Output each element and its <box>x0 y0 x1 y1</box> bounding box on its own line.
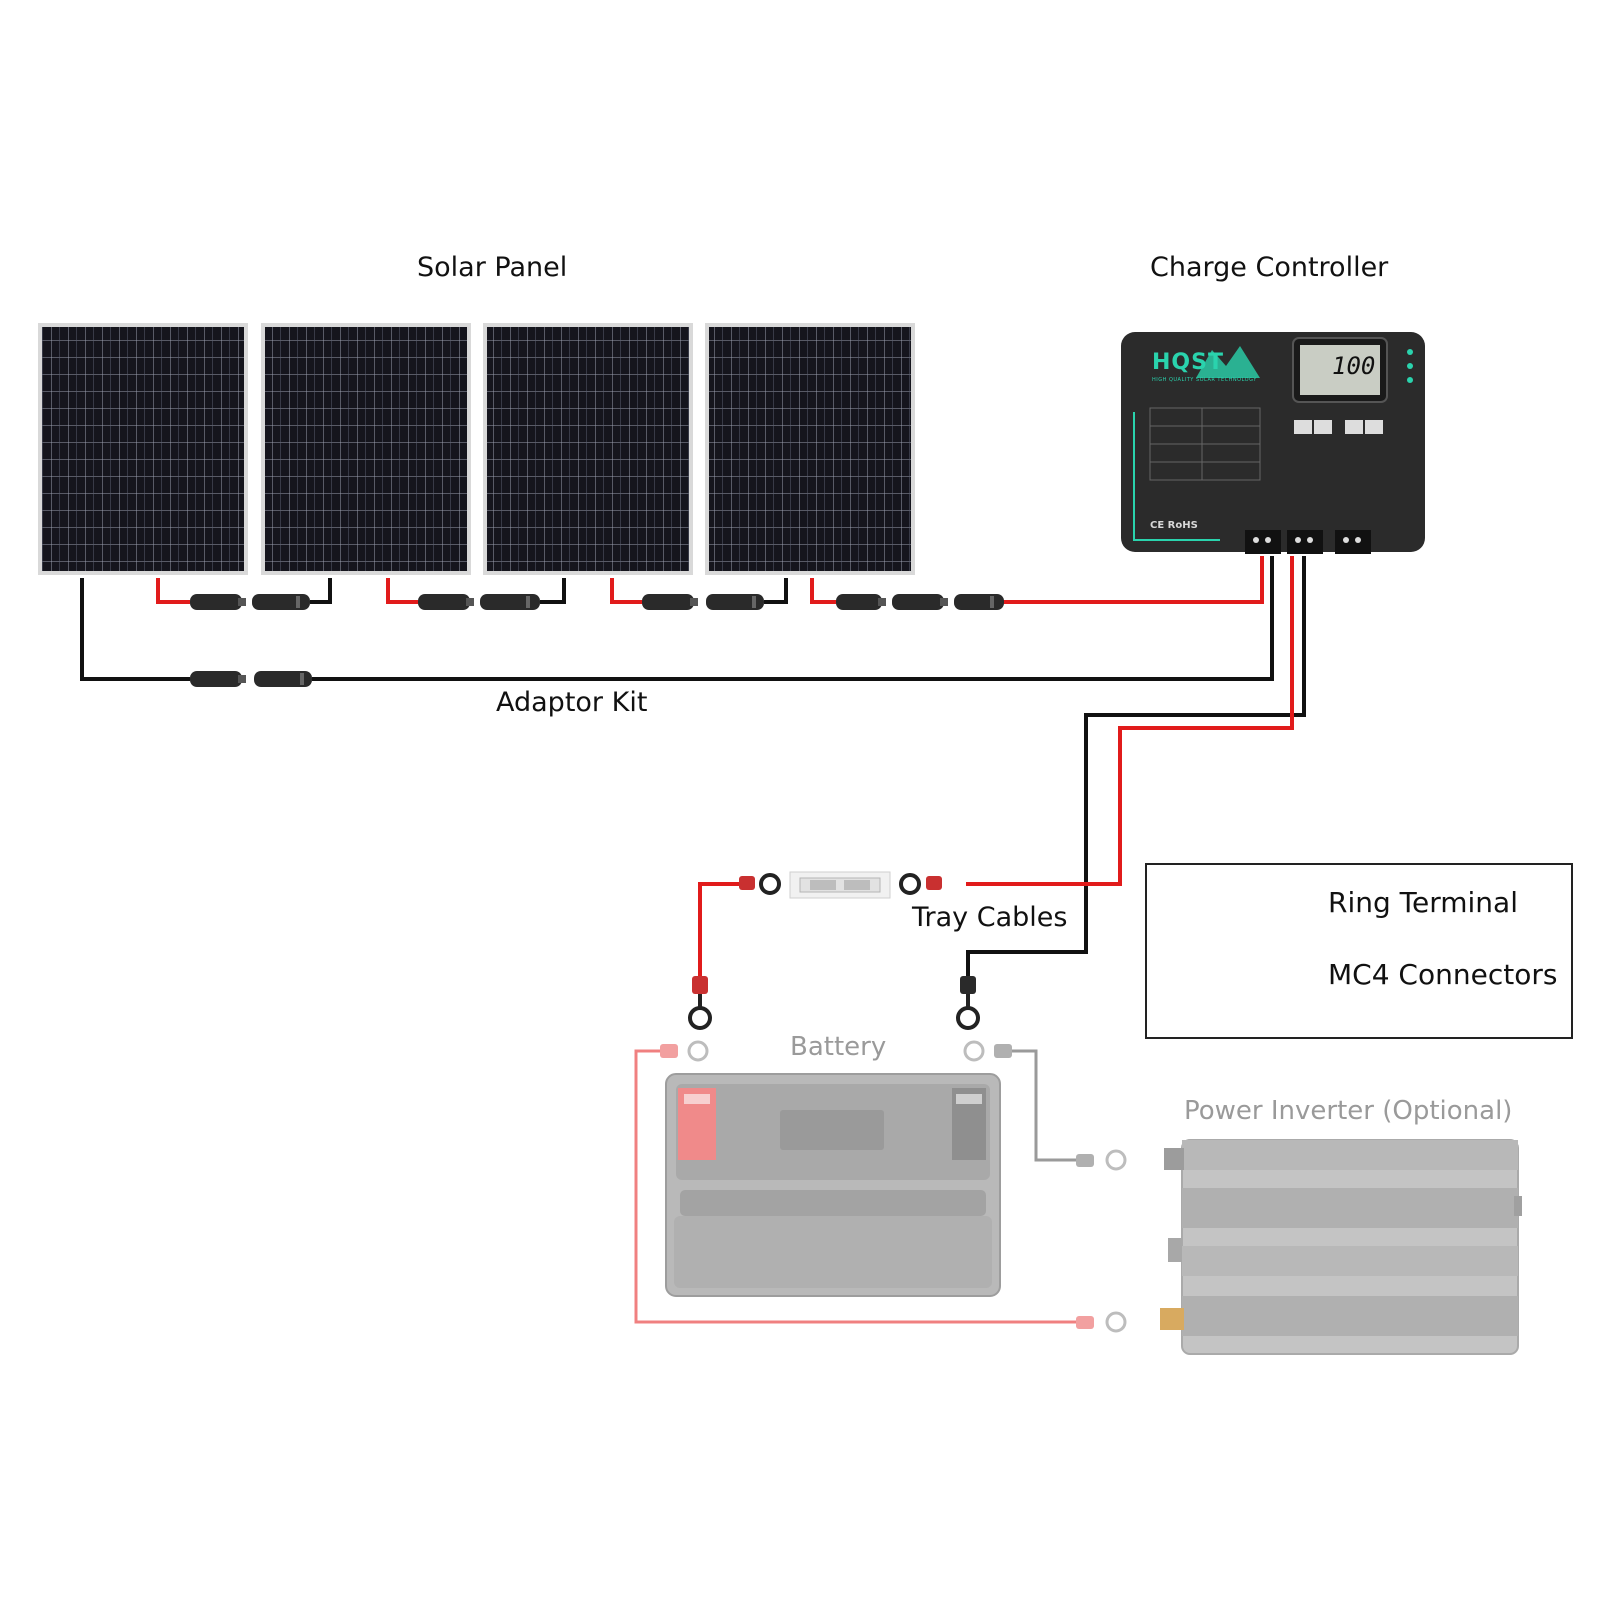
mc4-connector-icon <box>252 594 310 610</box>
charge-controller <box>1121 332 1425 554</box>
legend-mc4-connectors-label: MC4 Connectors <box>1328 958 1558 991</box>
mc4-connector-icon <box>954 594 1004 610</box>
mc4-connector-icon <box>706 594 764 610</box>
battery <box>665 1073 1001 1297</box>
solar-panel-4 <box>705 323 915 575</box>
controller-display-value: 100 <box>1332 352 1376 380</box>
solar-panel-2 <box>261 323 471 575</box>
terminal-block <box>1245 530 1371 554</box>
tray-cables-label: Tray Cables <box>912 902 1068 933</box>
mc4-connector-icon <box>190 594 246 610</box>
mc4-connector-icon <box>254 671 312 687</box>
fuse-icon <box>799 877 881 893</box>
mc4-connector-pairs <box>190 594 1004 687</box>
battery-negative-terminal <box>956 976 980 1030</box>
ring-terminal-icon <box>687 1040 709 1062</box>
adaptor-kit-label: Adaptor Kit <box>496 687 648 718</box>
legend <box>1145 863 1573 1039</box>
solar-panel-1 <box>38 323 248 575</box>
power-inverter-label: Power Inverter (Optional) <box>1184 1096 1513 1126</box>
mc4-connector-icon <box>892 594 948 610</box>
ring-terminal-icon <box>963 1040 985 1062</box>
mc4-connector-icon <box>642 594 698 610</box>
panel-interconnect-wires <box>80 556 1274 681</box>
controller-certification: CE RoHS <box>1150 520 1198 531</box>
legend-ring-terminal-label: Ring Terminal <box>1328 886 1518 919</box>
battery-label: Battery <box>790 1032 887 1062</box>
controller-tagline: HIGH QUALITY SOLAR TECHNOLOGY <box>1152 377 1257 383</box>
mc4-connector-icon <box>418 594 474 610</box>
solar-panel-label: Solar Panel <box>417 252 568 283</box>
controller-buttons <box>1294 420 1383 434</box>
status-leds <box>1407 349 1413 383</box>
inverter-leads <box>634 1049 1078 1324</box>
power-inverter <box>1160 1139 1522 1355</box>
ring-terminal-icon <box>759 873 781 895</box>
controller-brand: HQST <box>1152 350 1224 375</box>
mc4-connector-icon <box>190 671 246 687</box>
charge-controller-label: Charge Controller <box>1150 252 1389 283</box>
ring-terminal-icon <box>1105 1149 1127 1171</box>
battery-leads <box>698 556 1306 990</box>
mc4-connector-icon <box>480 594 540 610</box>
inverter-terminal-rings <box>660 1040 1127 1333</box>
ring-terminal-icon <box>688 1006 712 1030</box>
solar-panel-array <box>38 323 915 575</box>
ring-terminal-icon <box>956 1006 980 1030</box>
ring-terminal-icon <box>1105 1311 1127 1333</box>
inline-fuse <box>739 871 942 899</box>
mc4-connector-icon <box>836 594 886 610</box>
battery-positive-terminal <box>688 976 712 1030</box>
ring-terminal-icon <box>899 873 921 895</box>
spec-table <box>1149 407 1261 481</box>
solar-panel-3 <box>483 323 693 575</box>
